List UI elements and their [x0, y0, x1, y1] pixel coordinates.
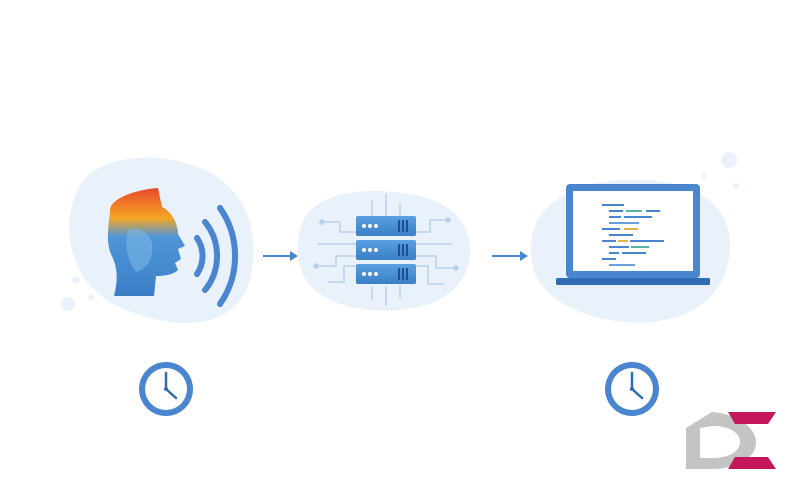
- bubble-dot: [733, 183, 739, 189]
- clock-icon: [139, 362, 193, 416]
- sound-waves-icon: [194, 205, 239, 307]
- laptop-code-icon: [556, 184, 710, 285]
- arrow-right-icon: [492, 251, 528, 261]
- dc-logo-icon: [686, 412, 776, 469]
- step-speaker: [61, 157, 254, 324]
- server-rack-icon: [356, 216, 416, 284]
- speaking-head-icon: [107, 188, 185, 296]
- bubble-dot: [721, 152, 737, 168]
- code-lines: [602, 204, 664, 266]
- step-laptop: [530, 152, 739, 323]
- bubble-dot: [701, 173, 707, 179]
- circuit-lines: [313, 194, 459, 306]
- bubble-dot: [61, 297, 75, 311]
- bubble-dot: [72, 276, 80, 284]
- step-server: [297, 191, 471, 311]
- arrow-right-icon: [263, 251, 298, 261]
- clock-icon: [605, 362, 659, 416]
- bubble-dot: [88, 294, 94, 300]
